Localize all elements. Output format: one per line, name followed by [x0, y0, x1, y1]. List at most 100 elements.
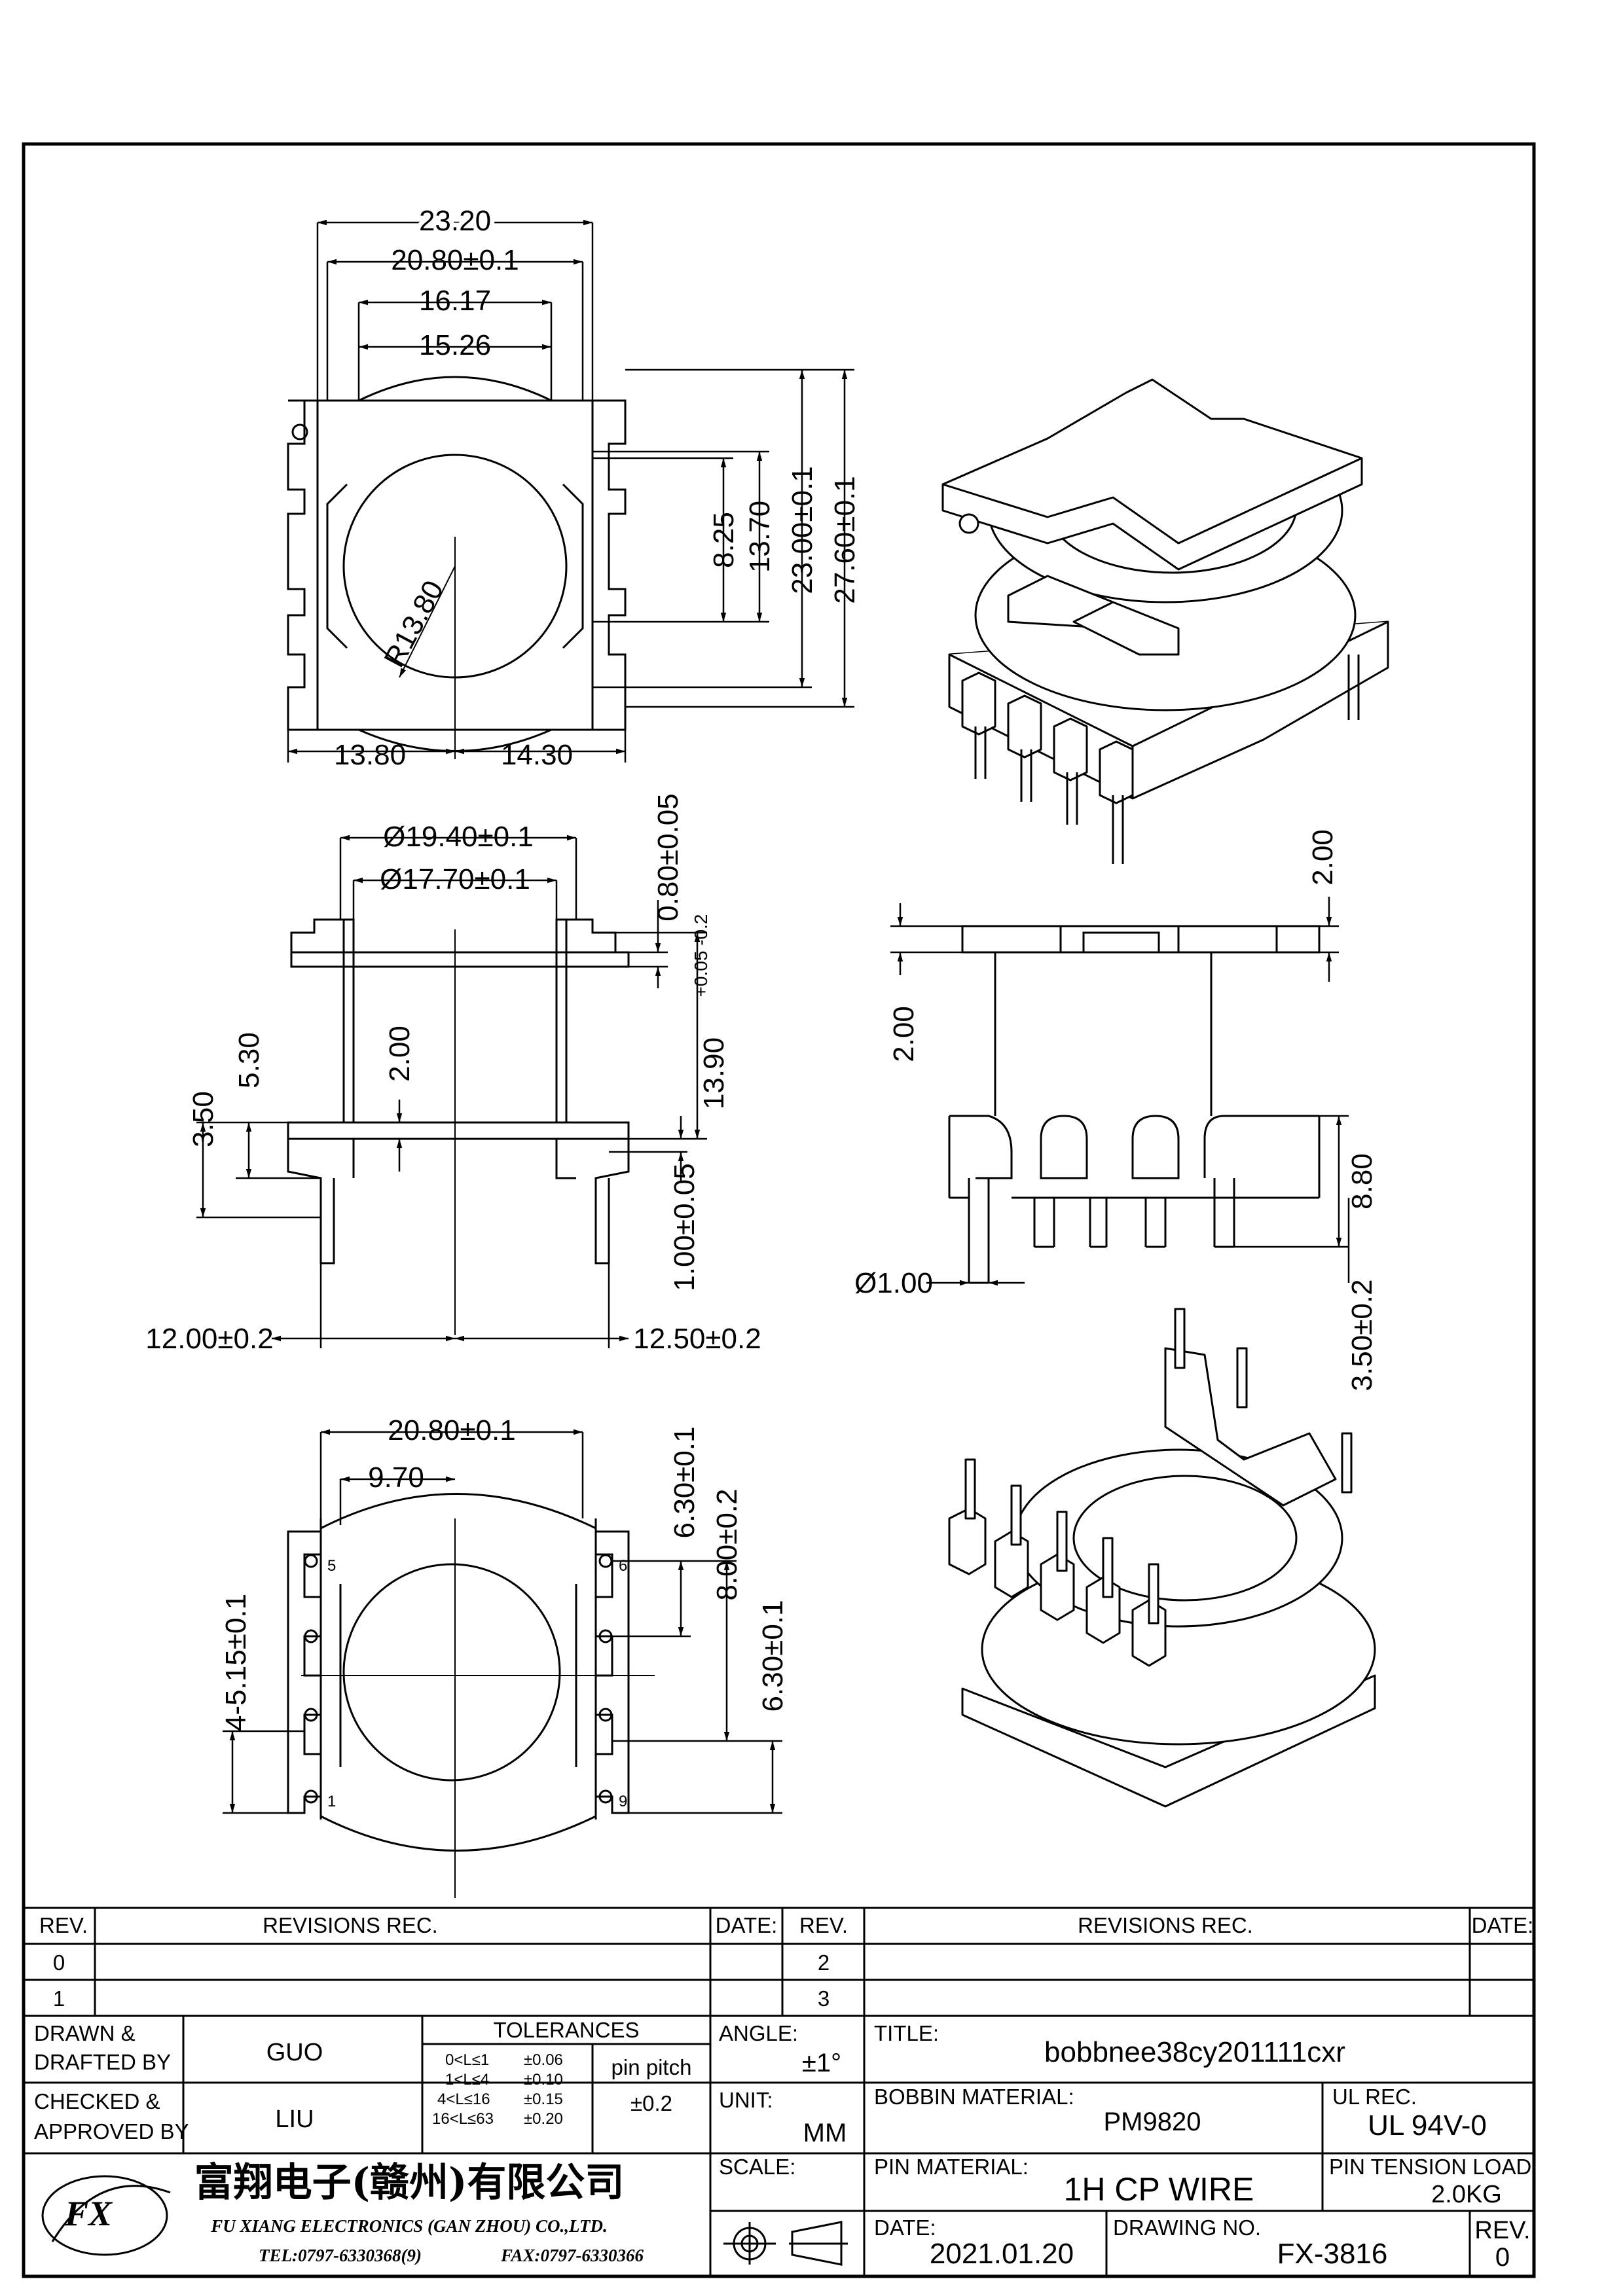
angle-label: ANGLE:	[719, 2021, 798, 2045]
dim-pin-dia: Ø1.00	[854, 1267, 933, 1299]
pin-pitch-label: pin pitch	[611, 2055, 692, 2079]
bobbin-material-label: BOBBIN MATERIAL:	[874, 2085, 1074, 2109]
dim-width-c: 15.26	[419, 329, 491, 361]
tol-value: ±0.10	[524, 2071, 563, 2089]
pin-number: 5	[327, 1557, 336, 1575]
pin-number: 9	[619, 1793, 627, 1810]
dim-height: 13.90	[698, 1037, 730, 1109]
dim-base: 3.50	[187, 1091, 219, 1147]
dim-pin-diameter: 1.00±0.05	[668, 1163, 701, 1291]
pin-pitch-value: ±0.2	[630, 2091, 672, 2115]
tol-value: ±0.15	[524, 2090, 563, 2108]
rev-header-right: REV.	[799, 1913, 848, 1937]
rev-row: 3	[818, 1986, 830, 2011]
pin-tension-label: PIN TENSION LOAD:	[1329, 2155, 1537, 2179]
tol-range: 16<L≤63	[432, 2110, 494, 2128]
top-view	[287, 219, 854, 762]
tol-range: 0<L≤1	[445, 2051, 489, 2069]
bottom-view-labels: 20.80±0.1 9.70 6.30±0.1 8.00±0.2 6.30±0.…	[220, 1414, 789, 1810]
tol-range: 4<L≤16	[437, 2090, 490, 2108]
tol-range: 1<L≤4	[445, 2071, 489, 2089]
scale-label: SCALE:	[719, 2155, 795, 2179]
dim-right-pin: 12.50±0.2	[633, 1323, 761, 1355]
dim-height-a: 6.30±0.1	[668, 1427, 701, 1539]
side-view-labels: Ø19.40±0.1 Ø17.70±0.1 0.80±0.05 13.90 +0…	[145, 793, 761, 1355]
dim-total-width: 23.20	[419, 205, 491, 237]
pin-material-label: PIN MATERIAL:	[874, 2155, 1029, 2179]
dim-pitch: 4-5.15±0.1	[220, 1594, 252, 1731]
dim-pin-length: 8.80	[1346, 1153, 1378, 1210]
dim-step: 5.30	[233, 1032, 265, 1088]
company-name-en: FU XIANG ELECTRONICS (GAN ZHOU) CO.,LTD.	[210, 2216, 608, 2236]
dim-inner-diameter: Ø17.70±0.1	[380, 863, 530, 895]
rev-row: 0	[53, 1950, 65, 1975]
drawing-no-value: FX-3816	[1277, 2238, 1388, 2270]
date-value: 2021.01.20	[930, 2238, 1074, 2270]
dim-height-c: 23.00±0.1	[786, 466, 818, 594]
rev-label: REV.	[1474, 2217, 1530, 2244]
rev-header: REV.	[39, 1913, 88, 1937]
bobbin-material-value: PM9820	[1104, 2108, 1201, 2136]
dim-width: 20.80±0.1	[388, 1414, 515, 1446]
tol-value: ±0.06	[524, 2051, 563, 2069]
revisions-header: REVISIONS REC.	[263, 1913, 438, 1937]
unit-label: UNIT:	[719, 2088, 773, 2112]
rev-row: 1	[53, 1986, 65, 2011]
checked-label: APPROVED BY	[34, 2119, 189, 2144]
dim-radius: R13.80	[378, 575, 450, 672]
tolerances-label: TOLERANCES	[493, 2018, 639, 2042]
rev-value: 0	[1495, 2243, 1510, 2272]
rev-row: 2	[818, 1950, 830, 1975]
checked-label: CHECKED &	[34, 2089, 160, 2113]
bottom-view	[223, 1429, 782, 1898]
date-header: DATE:	[716, 1913, 778, 1937]
unit-value: MM	[803, 2119, 847, 2147]
drawing-border	[22, 142, 1536, 2278]
front-view-labels: 2.00 2.00 8.80 Ø1.00 3.50±0.2	[854, 829, 1378, 1391]
drawing-no-label: DRAWING NO.	[1113, 2215, 1261, 2240]
dim-height-d: 27.60±0.1	[829, 476, 861, 603]
drawn-value: GUO	[266, 2039, 323, 2066]
dim-label: 23.20	[419, 205, 491, 237]
dim-left-pin: 12.00±0.2	[145, 1323, 273, 1355]
dim-height-a: 8.25	[708, 512, 740, 568]
side-view	[196, 834, 707, 1348]
pin-number: 1	[327, 1793, 336, 1810]
ul-label: UL REC.	[1332, 2085, 1417, 2109]
dim-left: 2.00	[888, 1006, 920, 1062]
dim-pin-extra: 3.50±0.2	[1346, 1280, 1378, 1391]
dim-slot: 2.00	[384, 1026, 416, 1082]
top-view-labels: 23.20 23.20 20.80±0.1 16.17 15.26 8.25 1…	[334, 200, 861, 771]
dim-top: 2.00	[1307, 829, 1339, 886]
date-label: DATE:	[874, 2215, 936, 2240]
title-label: TITLE:	[874, 2021, 939, 2045]
front-view	[890, 897, 1350, 1286]
title-block-text: REV. REVISIONS REC. DATE: REV. REVISIONS…	[34, 1913, 1537, 2272]
isometric-view-top	[941, 378, 1389, 864]
dim-height-c: 6.30±0.1	[757, 1600, 789, 1712]
drawn-label: DRAFTED BY	[34, 2050, 171, 2074]
angle-value: ±1°	[802, 2049, 841, 2077]
dim-flange: 0.80±0.05	[652, 793, 684, 921]
company-logo: FX	[64, 2194, 113, 2233]
dim-outer-diameter: Ø19.40±0.1	[383, 821, 534, 853]
tol-value: ±0.20	[524, 2110, 563, 2128]
dim-offset: 9.70	[368, 1462, 424, 1494]
dim-left: 13.80	[334, 739, 406, 771]
revisions-header-right: REVISIONS REC.	[1078, 1913, 1253, 1937]
drawn-label: DRAWN &	[34, 2021, 136, 2045]
company-fax: FAX:0797-6330366	[500, 2246, 644, 2265]
company-tel: TEL:0797-6330368(9)	[259, 2246, 422, 2265]
checked-value: LIU	[275, 2106, 314, 2133]
title-block	[24, 1907, 1534, 2276]
dim-width-b: 16.17	[419, 285, 491, 317]
company-name-cn: 富翔电子(赣州)有限公司	[194, 2160, 625, 2206]
pin-number: 6	[619, 1557, 627, 1575]
pin-tension-value: 2.0KG	[1431, 2181, 1502, 2208]
date-header-right: DATE:	[1472, 1913, 1534, 1937]
ul-value: UL 94V-0	[1368, 2109, 1487, 2142]
isometric-view-bottom	[948, 1308, 1376, 1808]
dim-height-tol: +0.05 -0.2	[691, 914, 711, 997]
title-value: bobbnee38cy201111cxr	[1044, 2036, 1345, 2068]
